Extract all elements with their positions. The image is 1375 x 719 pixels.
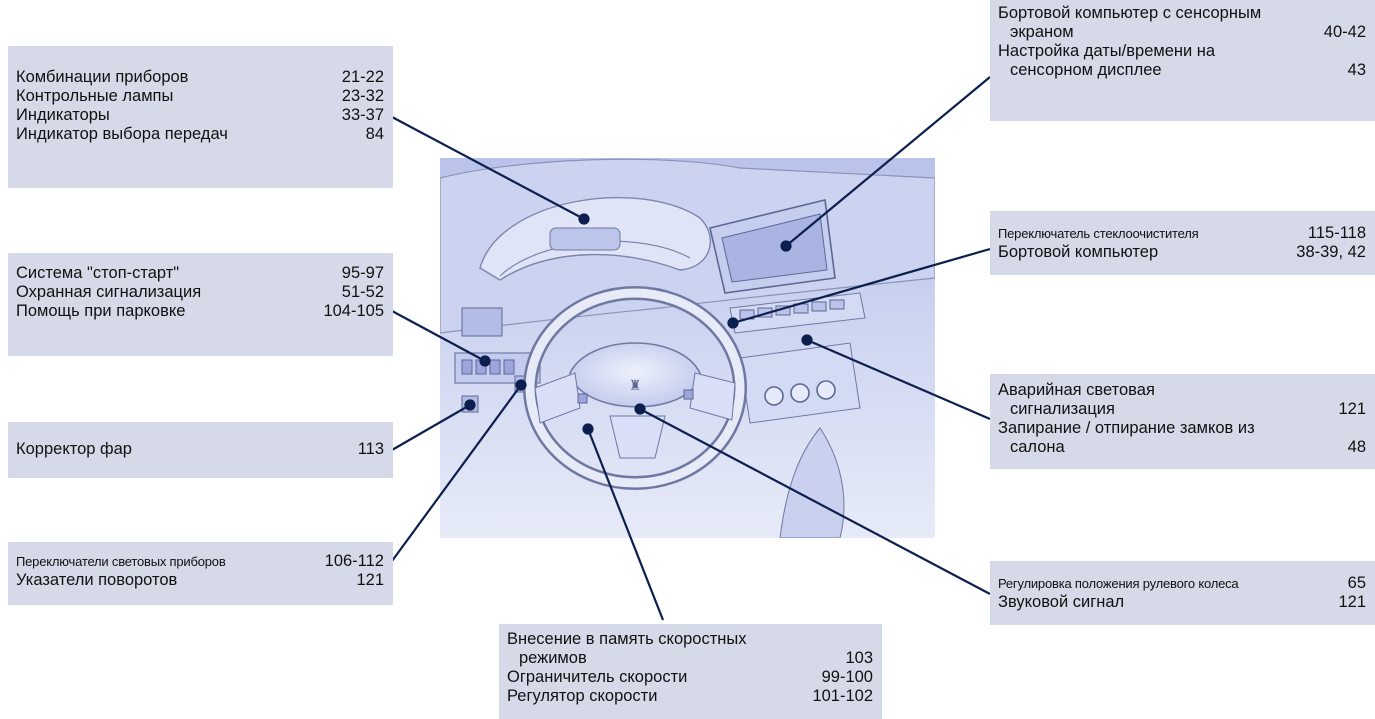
- callout-row: Контрольные лампы 23-32: [16, 87, 384, 106]
- callout-row: Индикаторы 33-37: [16, 106, 384, 125]
- callout-label: Ограничитель скорости: [507, 668, 688, 686]
- callout-row: режимов 103: [507, 649, 873, 668]
- callout-label: Переключатель стеклоочистителя: [998, 226, 1199, 241]
- callout-label: Контрольные лампы: [16, 87, 174, 105]
- callout-label: салона: [1010, 438, 1065, 456]
- callout-label: Внесение в память скоростных: [507, 630, 747, 648]
- callout-label: Бортовой компьютер: [998, 243, 1159, 261]
- callout-label: режимов: [519, 649, 587, 667]
- callout-row: сенсорном дисплее 43: [998, 61, 1366, 80]
- callout-wiper: Переключатель стеклоочистителя 115-118 Бо…: [990, 211, 1375, 275]
- page-ref: 104-105: [323, 302, 384, 320]
- callout-row: Охранная сигнализация 51-52: [16, 283, 384, 302]
- callout-label: Охранная сигнализация: [16, 283, 202, 301]
- page-ref: 38-39, 42: [1296, 243, 1366, 261]
- page-ref: 121: [1338, 400, 1366, 418]
- callout-label: Комбинации приборов: [16, 68, 189, 86]
- page-ref: 115-118: [1307, 224, 1366, 242]
- callout-label: Переключатели световых приборов: [16, 554, 226, 569]
- callout-row: экраном 40-42: [998, 23, 1366, 42]
- callout-label: Указатели поворотов: [16, 571, 178, 589]
- callout-row: Запирание / отпирание замков из: [998, 419, 1366, 438]
- callout-label: Звуковой сигнал: [998, 593, 1125, 611]
- callout-row: Переключатель стеклоочистителя 115-118: [998, 224, 1366, 243]
- callout-row: Аварийная световая: [998, 381, 1366, 400]
- svg-text:♜: ♜: [629, 378, 642, 394]
- callout-label: Индикаторы: [16, 106, 110, 124]
- callout-row: Звуковой сигнал 121: [998, 593, 1366, 612]
- callout-row: Регулировка положения рулевого колеса 65: [998, 574, 1366, 593]
- callout-row: Указатели поворотов 121: [16, 571, 384, 590]
- callout-label: Регулировка положения рулевого колеса: [998, 576, 1239, 591]
- callout-label: Настройка даты/времени на: [998, 42, 1216, 60]
- callout-row: Бортовой компьютер 38-39, 42: [998, 243, 1366, 262]
- page-ref: 21-22: [341, 68, 384, 86]
- page-ref: 101-102: [812, 687, 873, 705]
- callout-row: сигнализация 121: [998, 400, 1366, 419]
- callout-touchscreen: Бортовой компьютер с сенсорным экраном 40…: [990, 0, 1375, 121]
- callout-label: Помощь при парковке: [16, 302, 186, 320]
- page-ref: 40-42: [1323, 23, 1366, 41]
- callout-row: Комбинации приборов 21-22: [16, 68, 384, 87]
- callout-label: Регулятор скорости: [507, 687, 658, 705]
- callout-row: Внесение в память скоростных: [507, 630, 873, 649]
- page-ref: 33-37: [341, 106, 384, 124]
- dashboard-illustration: ♜: [440, 158, 935, 538]
- callout-label: Запирание / отпирание замков из: [998, 419, 1255, 437]
- callout-row: Ограничитель скорости 99-100: [507, 668, 873, 687]
- page-ref: 121: [1338, 593, 1366, 611]
- callout-headlamp: Корректор фар 113: [8, 422, 393, 478]
- callout-row: Настройка даты/времени на: [998, 42, 1366, 61]
- callout-row: Помощь при парковке 104-105: [16, 302, 384, 321]
- page-ref: 65: [1347, 574, 1366, 592]
- page-ref: 106-112: [324, 552, 384, 570]
- callout-label: сенсорном дисплее: [1010, 61, 1162, 79]
- callout-label: Корректор фар: [16, 440, 132, 458]
- callout-label: Индикатор выбора передач: [16, 125, 228, 143]
- page-ref: 121: [356, 571, 384, 589]
- callout-label: экраном: [1010, 23, 1074, 41]
- callout-label: Бортовой компьютер с сенсорным: [998, 4, 1262, 22]
- callout-stopstart: Система "стоп-старт" 95-97 Охранная сигна…: [8, 253, 393, 356]
- callout-label: сигнализация: [1010, 400, 1115, 418]
- callout-lighting: Переключатели световых приборов 106-112 У…: [8, 542, 393, 605]
- page-ref: 43: [1347, 61, 1366, 79]
- page-ref: 99-100: [821, 668, 873, 686]
- page-ref: 103: [845, 649, 873, 667]
- page-ref: 23-32: [341, 87, 384, 105]
- callout-label: Аварийная световая: [998, 381, 1155, 399]
- page-ref: 48: [1347, 438, 1366, 456]
- callout-row: Корректор фар 113: [16, 440, 384, 459]
- callout-hazard: Аварийная световая сигнализация 121 Запир…: [990, 374, 1375, 469]
- page-ref: 51-52: [341, 283, 384, 301]
- callout-instruments: Комбинации приборов 21-22 Контрольные лам…: [8, 46, 393, 188]
- page-ref: 113: [357, 440, 384, 458]
- page-ref: 95-97: [341, 264, 384, 282]
- callout-row: Бортовой компьютер с сенсорным: [998, 4, 1366, 23]
- page-ref: 84: [365, 125, 384, 143]
- callout-row: Индикатор выбора передач 84: [16, 125, 384, 144]
- callout-row: Система "стоп-старт" 95-97: [16, 264, 384, 283]
- callout-row: салона 48: [998, 438, 1366, 457]
- callout-row: Регулятор скорости 101-102: [507, 687, 873, 706]
- callout-label: Система "стоп-старт": [16, 264, 180, 282]
- callout-row: Переключатели световых приборов 106-112: [16, 552, 384, 571]
